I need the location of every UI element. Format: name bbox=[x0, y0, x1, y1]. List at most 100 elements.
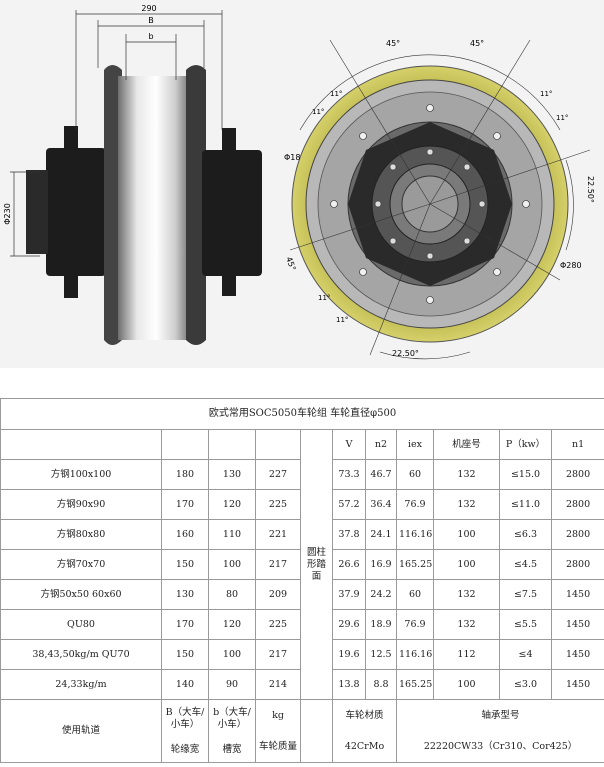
angle-11-c: 11° bbox=[540, 90, 552, 98]
power-cell: ≤6.3 bbox=[499, 519, 552, 550]
B-cell: 160 bbox=[161, 519, 209, 550]
header-power: P（kw） bbox=[499, 429, 552, 460]
b-cell: 80 bbox=[208, 579, 256, 610]
table-row: 方钢90x90 170 120 225 57.2 36.4 76.9 132 ≤… bbox=[0, 489, 604, 520]
wheel-flange-right bbox=[186, 65, 206, 345]
b-cell: 110 bbox=[208, 519, 256, 550]
iex-cell: 60 bbox=[396, 579, 434, 610]
header-row: 圆柱形踏面 V n2 iex 机座号 P（kw） n1 bbox=[0, 429, 604, 700]
left-lug-bottom bbox=[64, 272, 78, 298]
footer-b-label: b（大车/小车） bbox=[213, 706, 251, 730]
angle-45-left: 45° bbox=[386, 39, 400, 48]
wheel-drawing-svg: 290 B b Φ230 bbox=[3, 4, 595, 360]
n1-cell: 1450 bbox=[550, 609, 604, 640]
title-row: 欧式常用SOC5050车轮组 车轮直径φ500 bbox=[0, 398, 604, 430]
b-cell: 90 bbox=[208, 669, 256, 700]
kg-cell: 225 bbox=[255, 489, 301, 520]
rail-cell: QU80 bbox=[0, 609, 162, 640]
footer-material-value: 42CrMo bbox=[344, 740, 385, 752]
table-row: QU80 170 120 225 29.6 18.9 76.9 132 ≤5.5… bbox=[0, 609, 604, 640]
n2-cell: 16.9 bbox=[365, 549, 397, 580]
V-cell: 13.8 bbox=[332, 669, 366, 700]
wheel-flange-left bbox=[104, 65, 122, 345]
frame-cell: 100 bbox=[433, 519, 500, 550]
power-cell: ≤4 bbox=[499, 639, 552, 670]
n1-cell: 1450 bbox=[550, 669, 604, 700]
B-cell: 150 bbox=[161, 639, 209, 670]
front-view: 45° 45° 45° 11° 11° 11° 11° 11° 11° 22.5… bbox=[284, 39, 595, 360]
rail-cell: 方钢100x100 bbox=[0, 459, 162, 490]
left-bearing-housing bbox=[46, 148, 106, 276]
angle-22-bottom: 22.50° bbox=[392, 349, 419, 358]
dim-bore-diameter: Φ230 bbox=[3, 203, 12, 225]
V-cell: 26.6 bbox=[332, 549, 366, 580]
angle-11-b: 11° bbox=[330, 90, 342, 98]
power-cell: ≤7.5 bbox=[499, 579, 552, 610]
footer-kg-cell: kg 车轮质量 bbox=[255, 699, 301, 763]
kg-cell: 214 bbox=[255, 669, 301, 700]
footer-B-sub: 轮缘宽 bbox=[170, 743, 200, 755]
table-row: 24,33kg/m 140 90 214 13.8 8.8 165.25 100… bbox=[0, 669, 604, 700]
footer-b-sub: 槽宽 bbox=[222, 743, 242, 755]
footer-B-cell: B（大车/小车） 轮缘宽 bbox=[161, 699, 209, 763]
spec-table: 欧式常用SOC5050车轮组 车轮直径φ500 圆柱形踏面 V n2 iex 机… bbox=[0, 398, 604, 763]
n1-cell: 1450 bbox=[550, 639, 604, 670]
b-cell: 120 bbox=[208, 489, 256, 520]
iex-cell: 60 bbox=[396, 459, 434, 490]
dim-total-width: 290 bbox=[141, 4, 156, 13]
n1-cell: 2800 bbox=[550, 489, 604, 520]
header-iex: iex bbox=[396, 429, 434, 460]
rail-cell: 24,33kg/m bbox=[0, 669, 162, 700]
B-cell: 170 bbox=[161, 609, 209, 640]
n2-cell: 12.5 bbox=[365, 639, 397, 670]
B-cell: 130 bbox=[161, 579, 209, 610]
rail-cell: 38,43,50kg/m QU70 bbox=[0, 639, 162, 670]
footer-kg-sub: 车轮质量 bbox=[258, 740, 297, 752]
frame-cell: 132 bbox=[433, 459, 500, 490]
rail-cell: 方钢90x90 bbox=[0, 489, 162, 520]
frame-cell: 132 bbox=[433, 579, 500, 610]
V-cell: 37.9 bbox=[332, 579, 366, 610]
angle-11-a: 11° bbox=[312, 108, 324, 116]
profile-label: 圆柱形踏面 bbox=[300, 429, 333, 700]
left-lug-top bbox=[64, 126, 78, 152]
dim-b: b bbox=[148, 32, 153, 41]
left-shaft-end bbox=[26, 170, 48, 254]
power-cell: ≤3.0 bbox=[499, 669, 552, 700]
header-n2: n2 bbox=[365, 429, 397, 460]
b-cell: 130 bbox=[208, 459, 256, 490]
n2-cell: 18.9 bbox=[365, 609, 397, 640]
frame-cell: 132 bbox=[433, 489, 500, 520]
n2-cell: 8.8 bbox=[365, 669, 397, 700]
bolt-holes bbox=[330, 104, 530, 304]
footer-bearing-label: 轴承型号 bbox=[481, 709, 520, 721]
right-bearing-housing bbox=[202, 150, 262, 276]
V-cell: 29.6 bbox=[332, 609, 366, 640]
kg-cell: 225 bbox=[255, 609, 301, 640]
kg-cell: 217 bbox=[255, 549, 301, 580]
bolt-circle-diameter: Φ280 bbox=[560, 261, 582, 270]
table-title: 欧式常用SOC5050车轮组 车轮直径φ500 bbox=[0, 398, 604, 430]
b-cell: 100 bbox=[208, 639, 256, 670]
n1-cell: 2800 bbox=[550, 459, 604, 490]
kg-cell: 221 bbox=[255, 519, 301, 550]
angle-11-d: 11° bbox=[556, 114, 568, 122]
iex-cell: 116.16 bbox=[396, 639, 434, 670]
iex-cell: 76.9 bbox=[396, 489, 434, 520]
footer-row: 使用轨道 B（大车/小车） 轮缘宽 b（大车/小车） 槽宽 kg 车轮质量 车轮… bbox=[0, 699, 604, 763]
hole-diameter: Φ18 bbox=[284, 153, 300, 162]
V-cell: 19.6 bbox=[332, 639, 366, 670]
iex-cell: 76.9 bbox=[396, 609, 434, 640]
b-cell: 100 bbox=[208, 549, 256, 580]
footer-b-cell: b（大车/小车） 槽宽 bbox=[208, 699, 256, 763]
V-cell: 73.3 bbox=[332, 459, 366, 490]
frame-cell: 100 bbox=[433, 549, 500, 580]
footer-material-label: 车轮材质 bbox=[345, 709, 384, 721]
inner-bolts bbox=[374, 148, 486, 260]
rail-cell: 方钢80x80 bbox=[0, 519, 162, 550]
b-cell: 120 bbox=[208, 609, 256, 640]
angle-22-right: 22.50° bbox=[586, 176, 595, 203]
n1-cell: 1450 bbox=[550, 579, 604, 610]
table-row: 方钢100x100 180 130 227 73.3 46.7 60 132 ≤… bbox=[0, 459, 604, 490]
footer-B-label: B（大车/小车） bbox=[165, 706, 205, 730]
